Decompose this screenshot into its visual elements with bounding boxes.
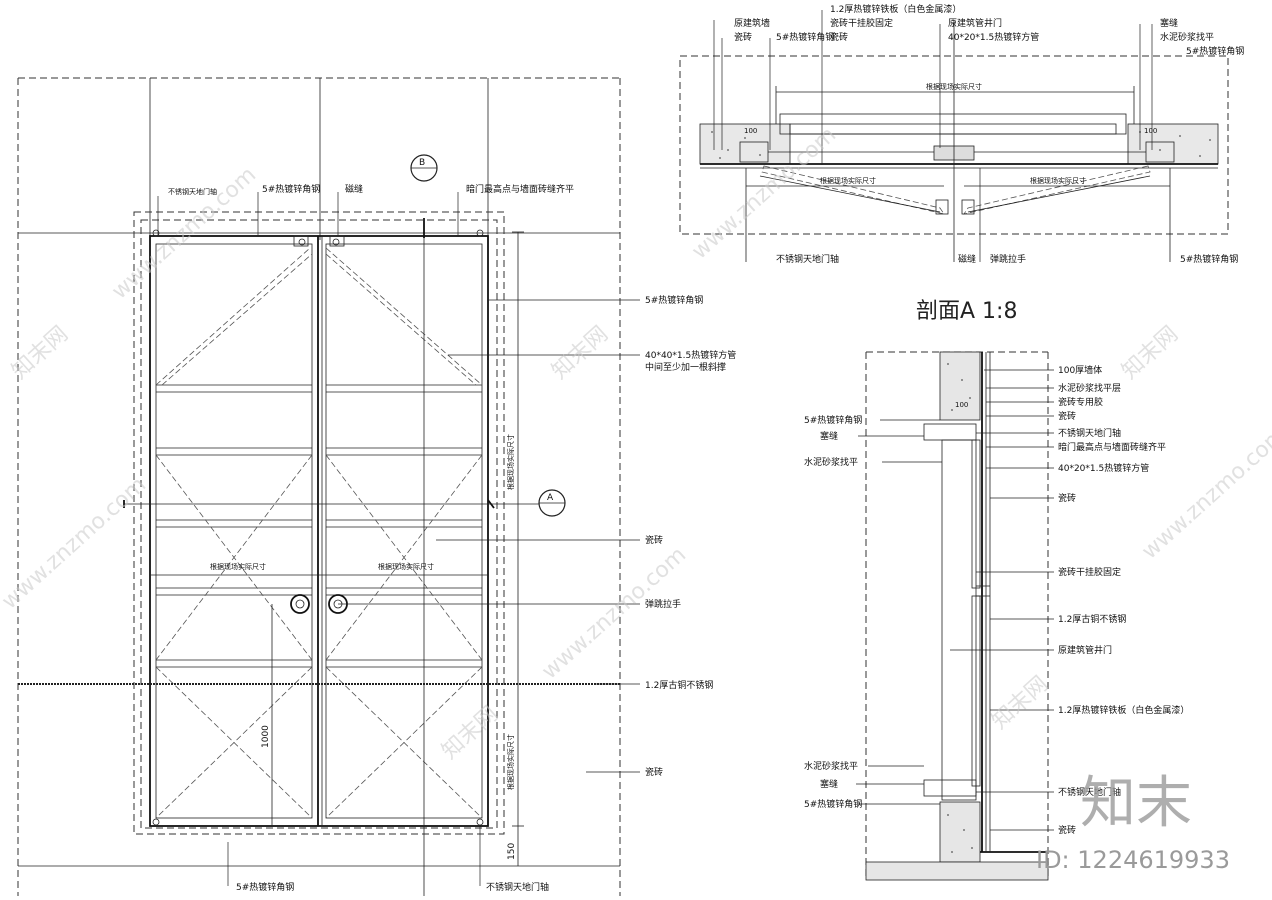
dim-height-upper: 根据现场实际尺寸 bbox=[506, 434, 515, 490]
section-label-mortar-top: 水泥砂浆找平 bbox=[804, 456, 858, 468]
dim-height-lower: 根据现场实际尺寸 bbox=[506, 734, 515, 790]
section-label-filling-bottom: 塞缝 bbox=[820, 778, 838, 790]
plan-label-angle-steel-left: 5#热镀锌角钢 bbox=[776, 31, 834, 43]
svg-text:www.znzmo.com: www.znzmo.com bbox=[537, 542, 691, 684]
section-label-door-top-align: 暗门最高点与墙面砖缝齐平 bbox=[1058, 441, 1166, 453]
door-outline bbox=[149, 235, 489, 827]
section-label-tile-2: 瓷砖 bbox=[1058, 492, 1076, 504]
plan-label-shaft-door: 原建筑管井门 bbox=[948, 17, 1002, 29]
label-push-handle: 弹跳拉手 bbox=[645, 598, 681, 610]
section-label-tile-adhesive: 瓷砖干挂胶固定 bbox=[1058, 566, 1121, 578]
vertical-section-a: 100 100厚 bbox=[804, 351, 1189, 881]
left-handle-icon bbox=[290, 594, 310, 614]
plan-label-magnetic-gap: 磁缝 bbox=[958, 253, 976, 265]
svg-text:B: B bbox=[419, 158, 425, 168]
brand-logo: 知末 bbox=[1080, 771, 1192, 836]
plan-section-b: 根据现场实际尺寸 根据现场实际尺寸 根据现场实际尺寸 100 100 原建筑墙 … bbox=[679, 3, 1244, 265]
section-label-square-tube: 40*20*1.5热镀锌方管 bbox=[1058, 462, 1149, 474]
section-marker-b: B bbox=[410, 154, 438, 182]
section-label-tile-1: 瓷砖 bbox=[1058, 410, 1076, 422]
plan-label-angle-steel-bottom: 5#热镀锌角钢 bbox=[1180, 253, 1238, 265]
label-tile-1: 瓷砖 bbox=[645, 534, 663, 546]
plan-label-tile: 瓷砖 bbox=[734, 31, 752, 43]
section-label-mortar-bottom: 水泥砂浆找平 bbox=[804, 760, 858, 772]
plan-label-angle-steel-right: 5#热镀锌角钢 bbox=[1186, 45, 1244, 57]
section-title: 剖面A 1:8 bbox=[916, 299, 1017, 324]
label-angle-steel-right: 5#热镀锌角钢 bbox=[645, 294, 703, 306]
svg-text:www.znzmo.com: www.znzmo.com bbox=[0, 472, 151, 614]
svg-text:知末网: 知末网 bbox=[987, 672, 1053, 735]
plan-label-filling: 塞缝 bbox=[1160, 17, 1178, 29]
section-label-filling-top: 塞缝 bbox=[820, 430, 838, 442]
svg-text:www.znzmo.com: www.znzmo.com bbox=[107, 162, 261, 304]
label-square-tube: 40*40*1.5热镀锌方管 bbox=[645, 349, 736, 361]
section-label-tile-glue: 瓷砖专用胶 bbox=[1058, 396, 1103, 408]
section-label-wall: 100厚墙体 bbox=[1058, 364, 1102, 376]
plan-label-mortar: 水泥砂浆找平 bbox=[1160, 31, 1214, 43]
label-diagonal-brace: 中间至少加一根斜撑 bbox=[645, 361, 726, 373]
label-door-top-align: 暗门最高点与墙面砖缝齐平 bbox=[466, 183, 574, 195]
svg-text:知末网: 知末网 bbox=[1117, 322, 1183, 385]
dim-width-left: 根据现场实际尺寸 bbox=[210, 562, 266, 571]
section-label-bronze-steel: 1.2厚古铜不锈钢 bbox=[1058, 613, 1126, 625]
plan-dim-100-left: 100 bbox=[744, 127, 757, 135]
plan-label-tile-adhesive: 瓷砖干挂胶固定 bbox=[830, 17, 893, 29]
label-tile-2: 瓷砖 bbox=[645, 766, 663, 778]
section-label-shaft-door: 原建筑管井门 bbox=[1058, 644, 1112, 656]
svg-text:知末网: 知末网 bbox=[7, 322, 73, 385]
plan-dim-right: 根据现场实际尺寸 bbox=[1030, 176, 1086, 185]
watermark: www.znzmo.com 知末网 www.znzmo.com 知末网 知末网 … bbox=[0, 122, 1272, 874]
section-label-mortar-layer: 水泥砂浆找平层 bbox=[1058, 382, 1121, 394]
svg-text:知末网: 知末网 bbox=[547, 322, 613, 385]
dim-1000: 1000 bbox=[261, 725, 271, 748]
label-magnetic-gap: 磁缝 bbox=[345, 183, 363, 195]
plan-label-tile-2: 瓷砖 bbox=[830, 31, 848, 43]
dim-width-right: 根据现场实际尺寸 bbox=[378, 562, 434, 571]
section-label-steel-plate: 1.2厚热镀锌铁板（白色金属漆） bbox=[1058, 704, 1189, 716]
section-label-hinge-top: 不锈钢天地门轴 bbox=[1058, 427, 1121, 439]
plan-dim-left: 根据现场实际尺寸 bbox=[820, 176, 876, 185]
plan-label-steel-plate: 1.2厚热镀锌铁板（白色金属漆） bbox=[830, 3, 961, 15]
door-elevation: 1000 150 根据现场实际尺寸 根据现场实际尺寸 根据现场实际尺寸 根据现场… bbox=[17, 77, 736, 896]
label-bronze-steel: 1.2厚古铜不锈钢 bbox=[645, 679, 713, 691]
plan-label-wall: 原建筑墙 bbox=[734, 17, 770, 29]
plan-dim-100-right: 100 bbox=[1144, 127, 1157, 135]
section-label-hinge-bottom: 不锈钢天地门轴 bbox=[1058, 786, 1121, 798]
svg-text:知末网: 知末网 bbox=[437, 702, 503, 765]
section-marker-a: A bbox=[538, 489, 566, 517]
section-dim-100: 100 bbox=[955, 401, 968, 409]
plan-label-hinge: 不锈钢天地门轴 bbox=[776, 253, 839, 265]
svg-text:A: A bbox=[547, 493, 554, 503]
section-label-angle-steel-top: 5#热镀锌角钢 bbox=[804, 414, 862, 426]
dim-150: 150 bbox=[507, 843, 517, 860]
plan-label-push-handle: 弹跳拉手 bbox=[990, 253, 1026, 265]
label-hinge-top: 不锈钢天地门轴 bbox=[168, 187, 217, 196]
label-angle-steel-top: 5#热镀锌角钢 bbox=[262, 183, 320, 195]
section-label-tile-3: 瓷砖 bbox=[1058, 824, 1076, 836]
section-label-angle-steel-bottom: 5#热镀锌角钢 bbox=[804, 798, 862, 810]
drawing-id: ID: 1224619933 bbox=[1036, 846, 1230, 874]
label-angle-steel-bottom: 5#热镀锌角钢 bbox=[236, 881, 294, 893]
plan-label-square-tube: 40*20*1.5热镀锌方管 bbox=[948, 31, 1039, 43]
label-hinge-bottom: 不锈钢天地门轴 bbox=[486, 881, 549, 893]
